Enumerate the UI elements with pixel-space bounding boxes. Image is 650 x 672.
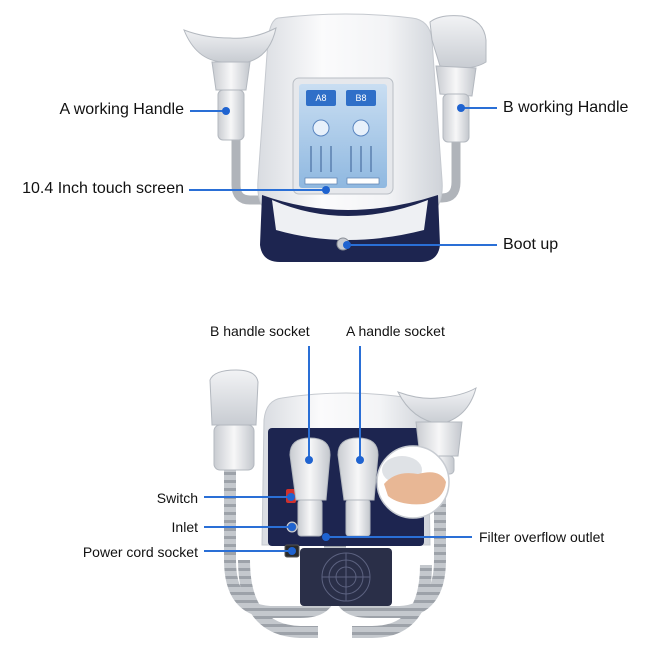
screen-status-bar-b (346, 177, 380, 185)
screen-dial-a (312, 119, 330, 137)
screen-tab-a[interactable]: A8 (315, 93, 327, 103)
dot-filter-outlet (322, 533, 330, 541)
top-leaders (189, 104, 497, 249)
screen-dial-b (352, 119, 370, 137)
dot-inlet (288, 523, 296, 531)
b-working-handle (429, 15, 487, 143)
a-handle-hose (231, 140, 268, 205)
hand-inset (376, 445, 450, 519)
label-power-cord-socket: Power cord socket (82, 544, 198, 560)
screen-tab-a-bg (306, 90, 336, 106)
dot-b-handle (457, 104, 465, 112)
label-boot-up: Boot up (503, 236, 559, 253)
a-handle-in-socket (337, 437, 379, 537)
hand-shape (384, 472, 446, 505)
dot-touch-screen (322, 186, 330, 194)
bottom-left-handle (209, 369, 259, 471)
screen-status-bar-a (304, 177, 338, 185)
top-device-front-curve (272, 200, 428, 240)
dot-a-handle (222, 107, 230, 115)
dot-a-socket (356, 456, 364, 464)
screen-tab-b[interactable]: B8 (355, 93, 367, 103)
label-a-handle-socket: A handle socket (346, 323, 445, 339)
bottom-device (209, 369, 477, 638)
fan-grille (321, 552, 371, 602)
label-switch: Switch (156, 490, 198, 506)
dot-boot-up (343, 241, 351, 249)
label-inlet: Inlet (171, 519, 198, 535)
dot-b-socket (305, 456, 313, 464)
bottom-leaders (204, 346, 472, 555)
dot-switch (287, 493, 295, 501)
dot-power-cord (288, 547, 296, 555)
right-coiled-hose-2 (352, 564, 432, 638)
a-working-handle (183, 27, 277, 141)
b-handle-hose (424, 138, 461, 203)
top-device (183, 13, 487, 262)
label-a-working-handle: A working Handle (59, 101, 184, 118)
screen-tab-b-bg (346, 90, 376, 106)
label-touch-screen: 10.4 Inch touch screen (22, 180, 184, 197)
screen-sliders (310, 146, 372, 172)
left-coiled-hose-2 (238, 559, 318, 638)
b-handle-in-socket (289, 437, 331, 537)
label-b-handle-socket: B handle socket (210, 323, 310, 339)
label-filter-overflow-outlet: Filter overflow outlet (479, 529, 605, 545)
label-b-working-handle: B working Handle (503, 99, 629, 116)
